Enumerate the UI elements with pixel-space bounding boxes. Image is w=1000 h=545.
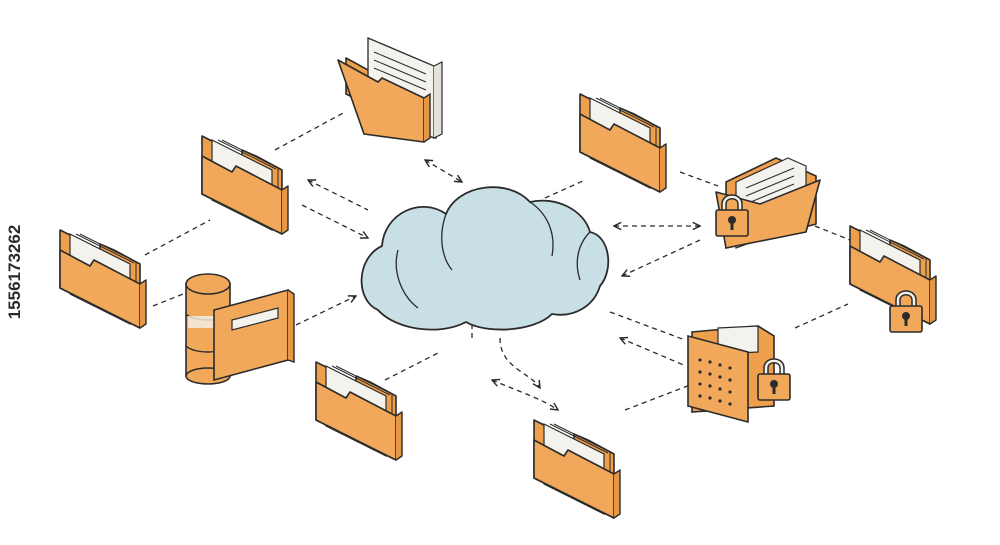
folder-icon: [59, 229, 147, 329]
arrow: [301, 204, 368, 238]
locked-folder-icon: [849, 225, 937, 333]
locked-folder-icon: [715, 157, 821, 249]
arrow: [425, 160, 462, 182]
keypad-locked-folder-icon: [687, 325, 791, 424]
connector-line: [794, 303, 849, 329]
cloud-icon: [360, 186, 610, 331]
open-folder-icon: [337, 37, 443, 143]
connector-line: [274, 111, 346, 151]
stock-image-id-text: 1556173262: [5, 224, 24, 320]
database-folder-icon: [185, 273, 295, 385]
connector-line: [144, 219, 211, 256]
connector-line: [384, 351, 441, 381]
connector-line: [152, 293, 184, 307]
connector-line: [609, 311, 686, 341]
connector-line: [814, 225, 851, 241]
arrow: [492, 380, 558, 410]
arrow: [499, 337, 540, 388]
folder-icon: [533, 419, 621, 519]
connector-line: [679, 171, 719, 187]
arrow: [308, 180, 369, 211]
folder-icon: [201, 135, 289, 235]
arrow: [295, 296, 356, 326]
connector-line: [544, 179, 586, 199]
arrow: [620, 338, 687, 367]
folder-icon: [579, 93, 667, 193]
connector-line: [624, 384, 691, 411]
arrow: [622, 239, 701, 276]
folder-icon: [315, 361, 403, 461]
keypad-dots: [698, 358, 732, 406]
connector-lines: [144, 111, 851, 411]
